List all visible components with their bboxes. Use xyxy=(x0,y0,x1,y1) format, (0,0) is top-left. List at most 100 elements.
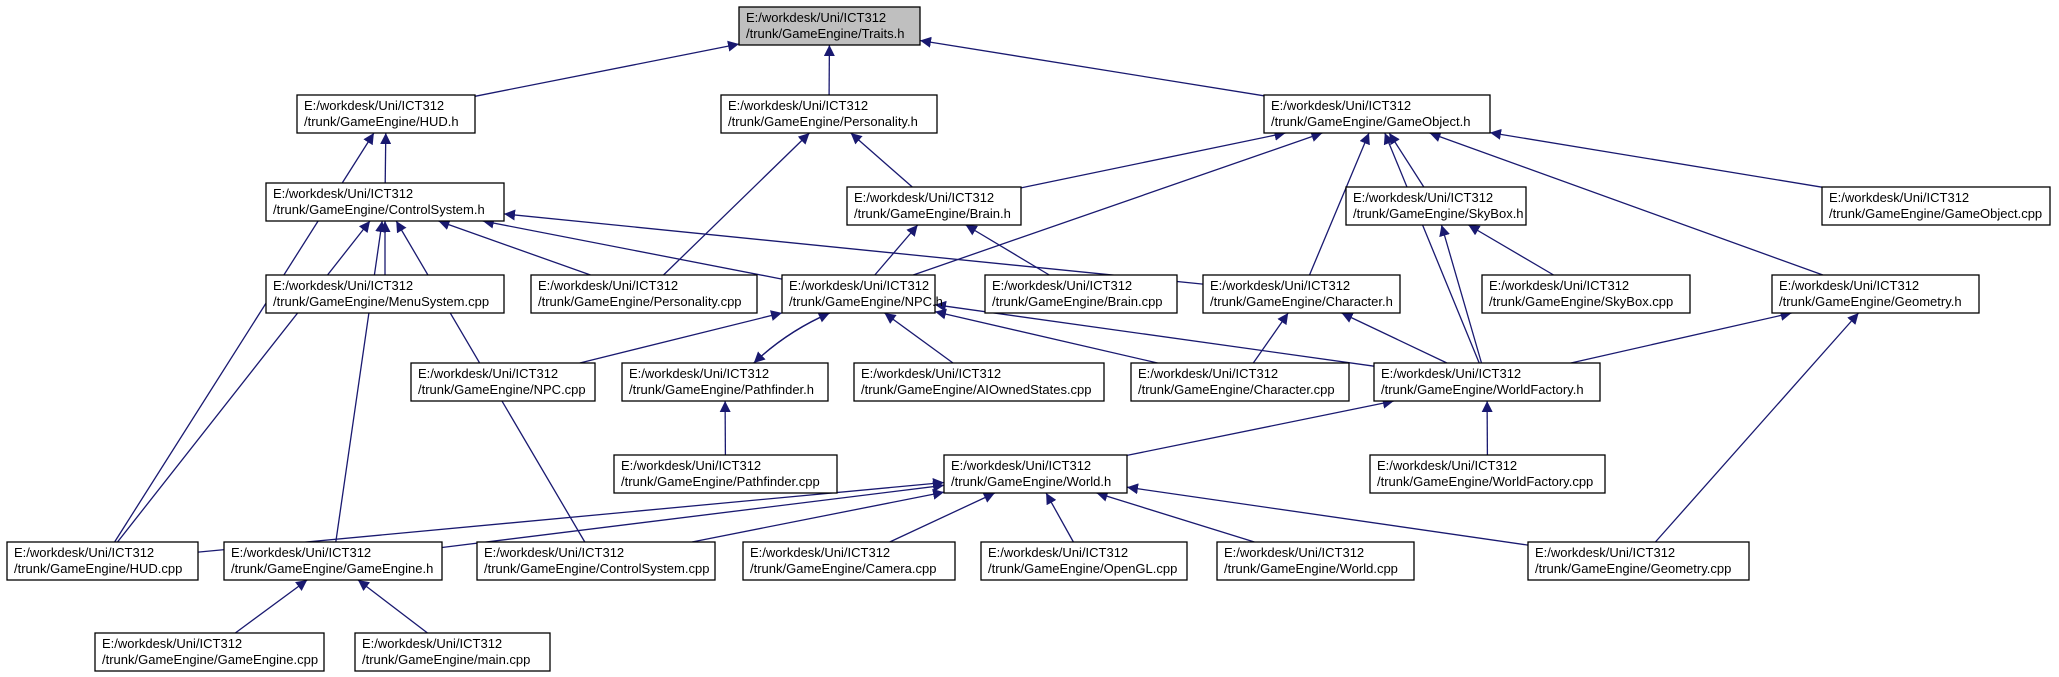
node-controlsystem_h-line2: /trunk/GameEngine/ControlSystem.h xyxy=(273,202,485,217)
node-traits[interactable]: E:/workdesk/Uni/ICT312/trunk/GameEngine/… xyxy=(738,6,921,46)
node-world_h-box xyxy=(943,454,1128,494)
node-world_cpp[interactable]: E:/workdesk/Uni/ICT312/trunk/GameEngine/… xyxy=(1216,541,1415,581)
edge-npc_h-to-brain_h xyxy=(874,224,919,276)
node-brain_cpp[interactable]: E:/workdesk/Uni/ICT312/trunk/GameEngine/… xyxy=(984,274,1178,314)
edge-character_h-to-controlsystem_h xyxy=(503,209,1204,285)
edge-worldfactory_h-to-skybox_h xyxy=(1439,224,1483,364)
node-main_cpp-line1: E:/workdesk/Uni/ICT312 xyxy=(362,636,502,651)
node-gameengine_h-line1: E:/workdesk/Uni/ICT312 xyxy=(231,545,371,560)
node-pathfinder_cpp-box xyxy=(613,454,838,494)
node-menusystem_cpp-line2: /trunk/GameEngine/MenuSystem.cpp xyxy=(273,294,489,309)
node-gameengine_h-box xyxy=(223,541,443,581)
node-skybox_cpp[interactable]: E:/workdesk/Uni/ICT312/trunk/GameEngine/… xyxy=(1481,274,1691,314)
edge-gameengine_h-to-controlsystem_h xyxy=(335,220,387,543)
edge-opengl_cpp-to-world_h xyxy=(1045,492,1074,543)
node-worldfactory_cpp[interactable]: E:/workdesk/Uni/ICT312/trunk/GameEngine/… xyxy=(1369,454,1606,494)
edge-character_h-to-gameobject_h xyxy=(1308,132,1370,276)
node-camera_cpp-line1: E:/workdesk/Uni/ICT312 xyxy=(750,545,890,560)
node-aiownedstates_cpp-line2: /trunk/GameEngine/AIOwnedStates.cpp xyxy=(861,382,1092,397)
node-personality_cpp[interactable]: E:/workdesk/Uni/ICT312/trunk/GameEngine/… xyxy=(530,274,758,314)
node-camera_cpp-line2: /trunk/GameEngine/Camera.cpp xyxy=(750,561,936,576)
node-pathfinder_h-line2: /trunk/GameEngine/Pathfinder.h xyxy=(629,382,814,397)
node-geometry_h[interactable]: E:/workdesk/Uni/ICT312/trunk/GameEngine/… xyxy=(1771,274,1980,314)
edge-geometry_cpp-to-geometry_h xyxy=(1654,312,1860,543)
node-controlsystem_cpp-line2: /trunk/GameEngine/ControlSystem.cpp xyxy=(484,561,709,576)
node-personality_cpp-box xyxy=(530,274,758,314)
node-pathfinder_h[interactable]: E:/workdesk/Uni/ICT312/trunk/GameEngine/… xyxy=(621,362,829,402)
node-hud_h-line1: E:/workdesk/Uni/ICT312 xyxy=(304,98,444,113)
node-character_h[interactable]: E:/workdesk/Uni/ICT312/trunk/GameEngine/… xyxy=(1202,274,1401,314)
node-traits-box xyxy=(738,6,921,46)
node-gameobject_cpp[interactable]: E:/workdesk/Uni/ICT312/trunk/GameEngine/… xyxy=(1821,186,2051,226)
node-pathfinder_cpp-line2: /trunk/GameEngine/Pathfinder.cpp xyxy=(621,474,820,489)
node-camera_cpp[interactable]: E:/workdesk/Uni/ICT312/trunk/GameEngine/… xyxy=(742,541,956,581)
node-opengl_cpp-box xyxy=(980,541,1188,581)
edge-controlsystem_h-to-hud_h xyxy=(380,132,392,184)
node-geometry_cpp[interactable]: E:/workdesk/Uni/ICT312/trunk/GameEngine/… xyxy=(1527,541,1750,581)
node-pathfinder_h-line1: E:/workdesk/Uni/ICT312 xyxy=(629,366,769,381)
node-controlsystem_cpp-line1: E:/workdesk/Uni/ICT312 xyxy=(484,545,624,560)
node-npc_cpp[interactable]: E:/workdesk/Uni/ICT312/trunk/GameEngine/… xyxy=(410,362,596,402)
node-hud_cpp[interactable]: E:/workdesk/Uni/ICT312/trunk/GameEngine/… xyxy=(6,541,199,581)
node-skybox_h[interactable]: E:/workdesk/Uni/ICT312/trunk/GameEngine/… xyxy=(1345,186,1527,226)
node-world_cpp-line1: E:/workdesk/Uni/ICT312 xyxy=(1224,545,1364,560)
node-main_cpp[interactable]: E:/workdesk/Uni/ICT312/trunk/GameEngine/… xyxy=(354,632,551,672)
edge-brain_h-to-gameobject_h xyxy=(1020,129,1286,189)
node-controlsystem_cpp[interactable]: E:/workdesk/Uni/ICT312/trunk/GameEngine/… xyxy=(476,541,716,581)
node-pathfinder_cpp[interactable]: E:/workdesk/Uni/ICT312/trunk/GameEngine/… xyxy=(613,454,838,494)
node-opengl_cpp[interactable]: E:/workdesk/Uni/ICT312/trunk/GameEngine/… xyxy=(980,541,1188,581)
node-gameengine_cpp-line1: E:/workdesk/Uni/ICT312 xyxy=(102,636,242,651)
node-npc_h[interactable]: E:/workdesk/Uni/ICT312/trunk/GameEngine/… xyxy=(781,274,943,314)
node-gameengine_h[interactable]: E:/workdesk/Uni/ICT312/trunk/GameEngine/… xyxy=(223,541,443,581)
node-gameobject_h[interactable]: E:/workdesk/Uni/ICT312/trunk/GameEngine/… xyxy=(1263,94,1491,134)
node-character_h-line2: /trunk/GameEngine/Character.h xyxy=(1210,294,1393,309)
node-skybox_h-line1: E:/workdesk/Uni/ICT312 xyxy=(1353,190,1493,205)
node-hud_h[interactable]: E:/workdesk/Uni/ICT312/trunk/GameEngine/… xyxy=(296,94,476,134)
node-brain_cpp-line1: E:/workdesk/Uni/ICT312 xyxy=(992,278,1132,293)
node-main_cpp-line2: /trunk/GameEngine/main.cpp xyxy=(362,652,530,667)
node-personality_h[interactable]: E:/workdesk/Uni/ICT312/trunk/GameEngine/… xyxy=(720,94,938,134)
edge-aiownedstates_cpp-to-npc_h xyxy=(884,312,954,364)
edge-camera_cpp-to-world_h xyxy=(889,492,996,543)
node-character_h-line1: E:/workdesk/Uni/ICT312 xyxy=(1210,278,1350,293)
node-personality_h-line2: /trunk/GameEngine/Personality.h xyxy=(728,114,918,129)
node-worldfactory_h[interactable]: E:/workdesk/Uni/ICT312/trunk/GameEngine/… xyxy=(1373,362,1601,402)
node-pathfinder_cpp-line1: E:/workdesk/Uni/ICT312 xyxy=(621,458,761,473)
node-controlsystem_h[interactable]: E:/workdesk/Uni/ICT312/trunk/GameEngine/… xyxy=(265,182,505,222)
edge-hud_h-to-traits xyxy=(474,40,740,97)
node-controlsystem_h-box xyxy=(265,182,505,222)
node-brain_cpp-box xyxy=(984,274,1178,314)
node-hud_cpp-line1: E:/workdesk/Uni/ICT312 xyxy=(14,545,154,560)
node-personality_h-line1: E:/workdesk/Uni/ICT312 xyxy=(728,98,868,113)
node-gameobject_cpp-box xyxy=(1821,186,2051,226)
node-brain_h-line2: /trunk/GameEngine/Brain.h xyxy=(854,206,1011,221)
edge-character_cpp-to-npc_h xyxy=(934,308,1158,364)
node-gameobject_h-line1: E:/workdesk/Uni/ICT312 xyxy=(1271,98,1411,113)
edge-worldfactory_h-to-gameobject_h xyxy=(1383,132,1480,364)
node-worldfactory_cpp-box xyxy=(1369,454,1606,494)
node-aiownedstates_cpp[interactable]: E:/workdesk/Uni/ICT312/trunk/GameEngine/… xyxy=(853,362,1105,402)
node-aiownedstates_cpp-line1: E:/workdesk/Uni/ICT312 xyxy=(861,366,1001,381)
node-npc_h-line1: E:/workdesk/Uni/ICT312 xyxy=(789,278,929,293)
edge-geometry_h-to-gameobject_h xyxy=(1429,131,1824,276)
node-opengl_cpp-line1: E:/workdesk/Uni/ICT312 xyxy=(988,545,1128,560)
node-skybox_cpp-line1: E:/workdesk/Uni/ICT312 xyxy=(1489,278,1629,293)
node-geometry_cpp-line1: E:/workdesk/Uni/ICT312 xyxy=(1535,545,1675,560)
node-menusystem_cpp-line1: E:/workdesk/Uni/ICT312 xyxy=(273,278,413,293)
edge-pathfinder_h-to-npc_h xyxy=(753,312,830,364)
edge-main_cpp-to-gameengine_h xyxy=(357,579,428,634)
edge-hud_cpp-to-controlsystem_h xyxy=(116,220,371,543)
edge-controlsystem_cpp-to-world_h xyxy=(691,488,945,543)
edge-skybox_h-to-gameobject_h xyxy=(1388,132,1425,188)
node-brain_cpp-line2: /trunk/GameEngine/Brain.cpp xyxy=(992,294,1163,309)
node-gameengine_cpp[interactable]: E:/workdesk/Uni/ICT312/trunk/GameEngine/… xyxy=(94,632,325,672)
node-gameengine_cpp-line2: /trunk/GameEngine/GameEngine.cpp xyxy=(102,652,318,667)
node-worldfactory_h-box xyxy=(1373,362,1601,402)
node-traits-line1: E:/workdesk/Uni/ICT312 xyxy=(746,10,886,25)
edge-gameengine_cpp-to-gameengine_h xyxy=(234,579,308,634)
node-character_cpp[interactable]: E:/workdesk/Uni/ICT312/trunk/GameEngine/… xyxy=(1130,362,1350,402)
edge-gameobject_h-to-traits xyxy=(919,36,1265,97)
node-world_h[interactable]: E:/workdesk/Uni/ICT312/trunk/GameEngine/… xyxy=(943,454,1128,494)
node-menusystem_cpp[interactable]: E:/workdesk/Uni/ICT312/trunk/GameEngine/… xyxy=(265,274,505,314)
node-brain_h[interactable]: E:/workdesk/Uni/ICT312/trunk/GameEngine/… xyxy=(846,186,1022,226)
